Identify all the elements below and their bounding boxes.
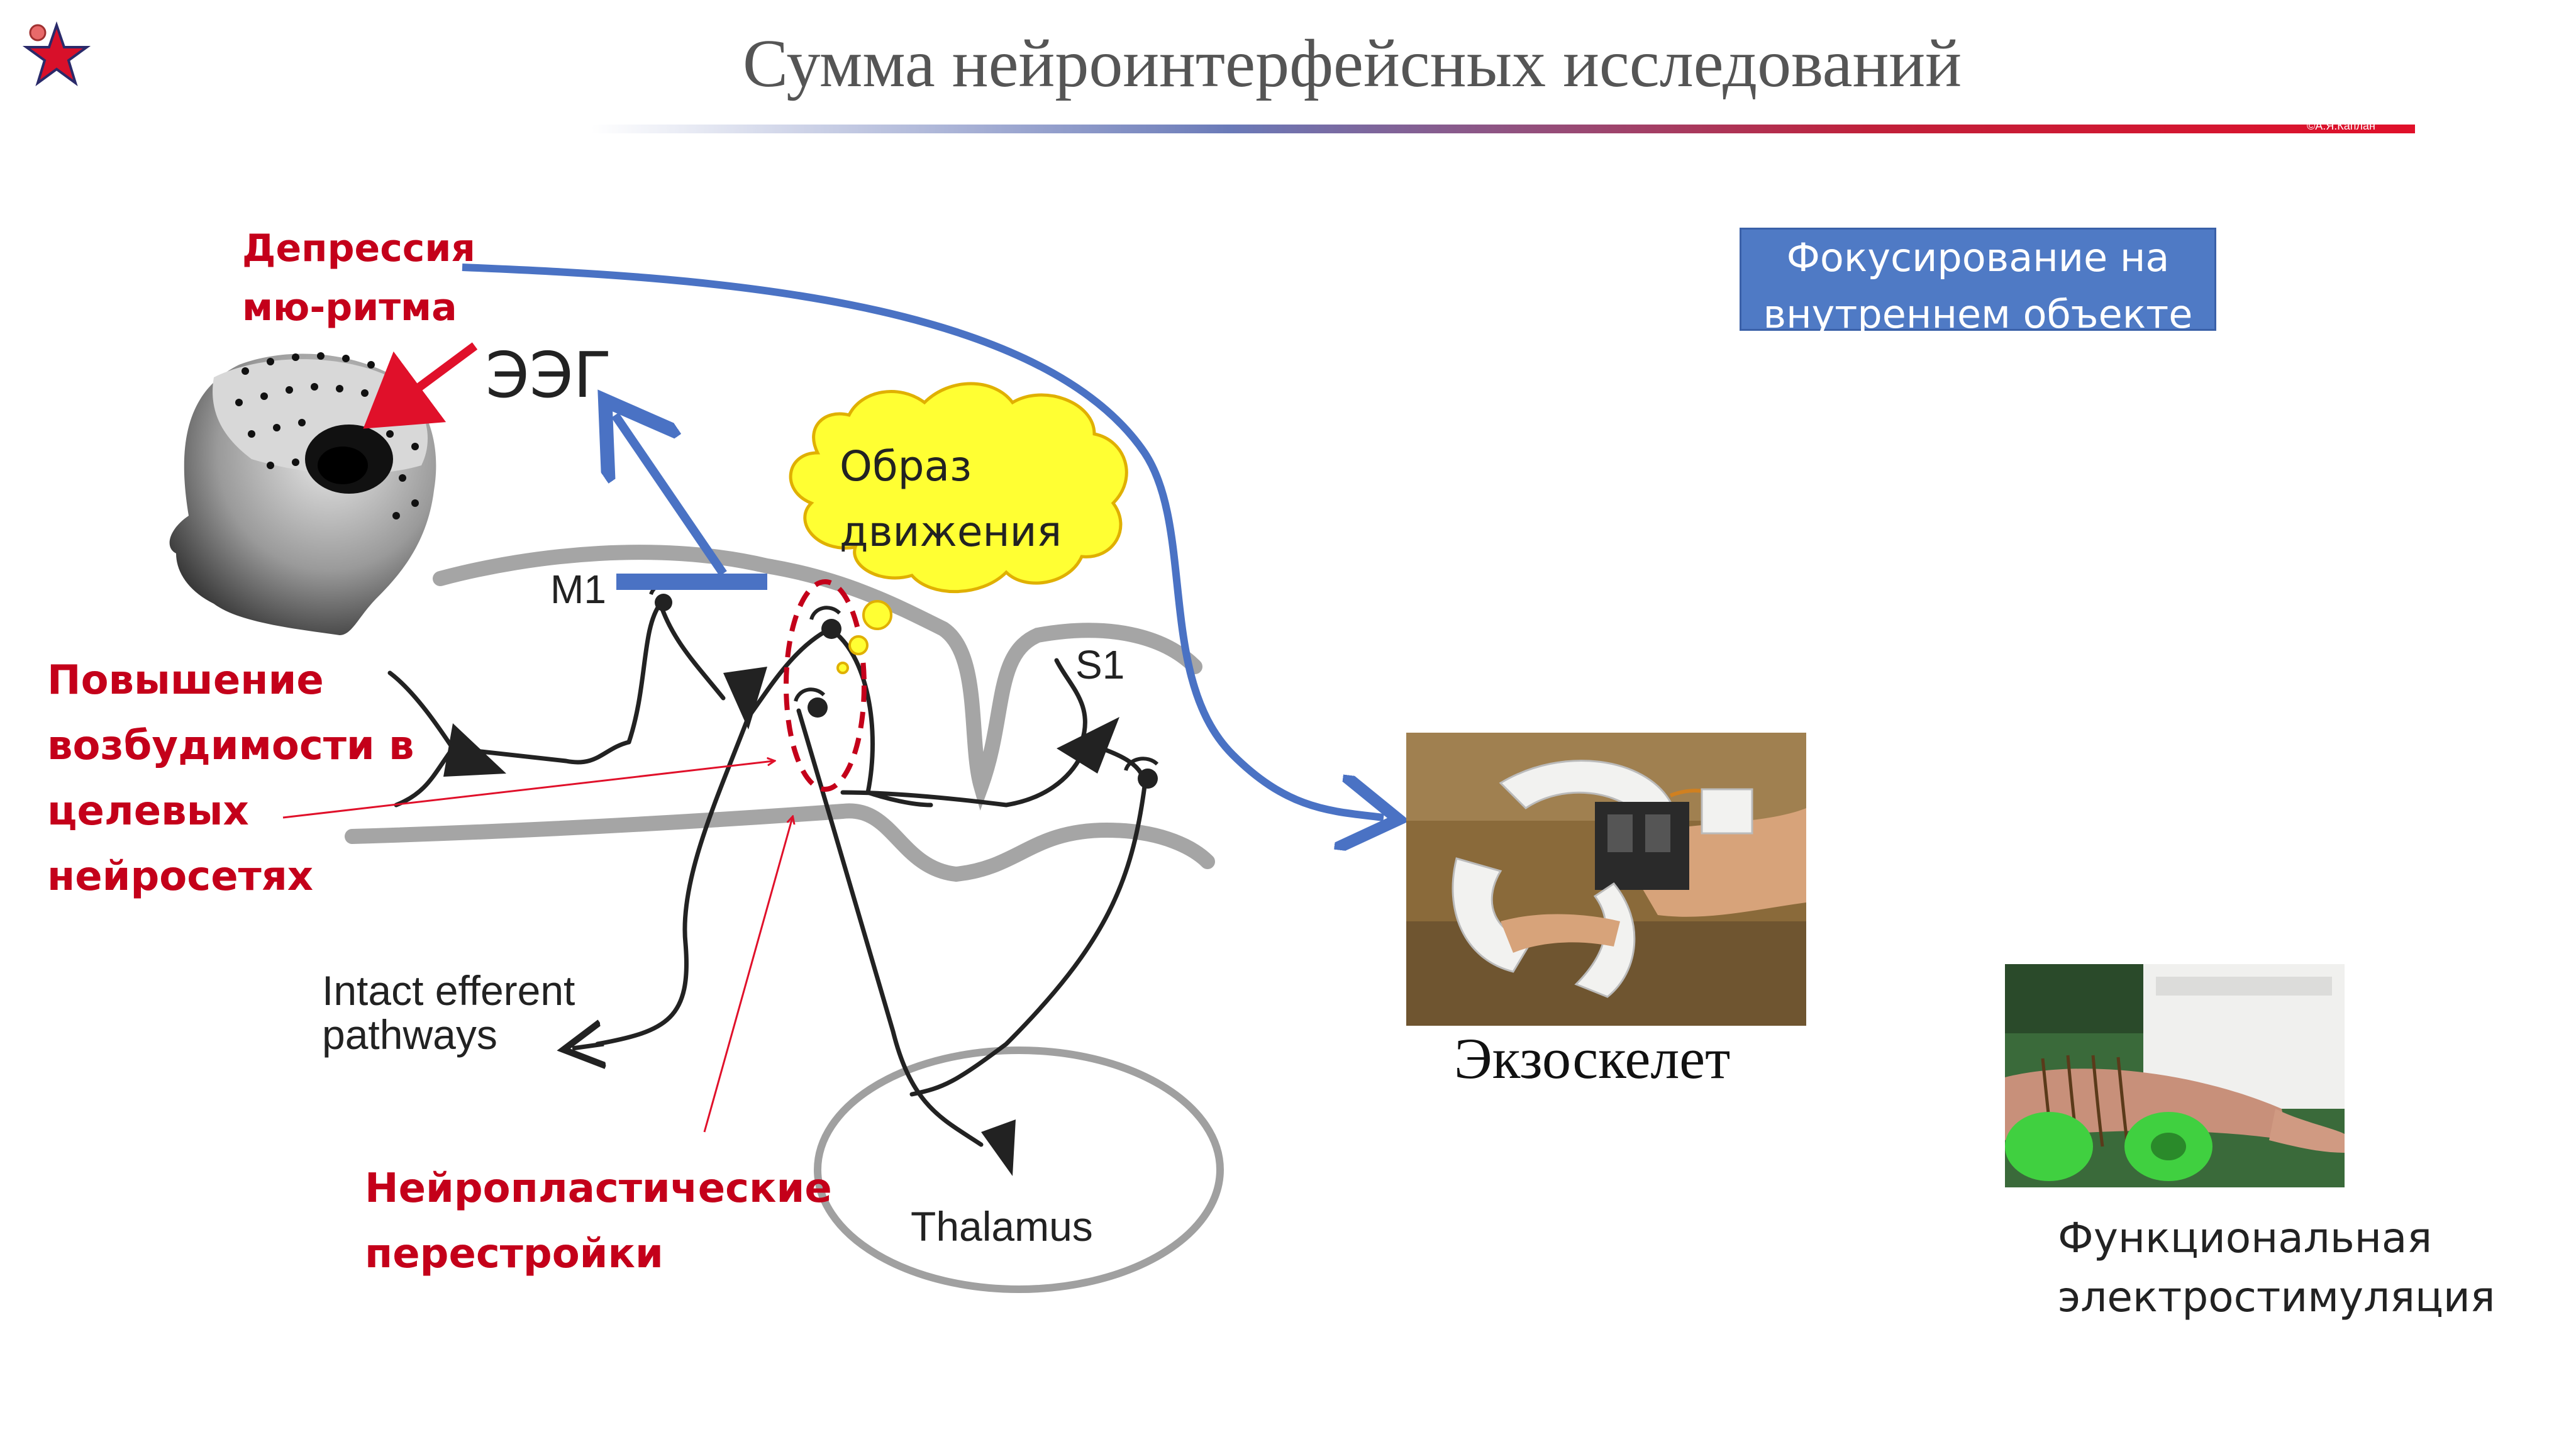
eeg-arrow [615, 415, 727, 576]
exoskeleton-label: Экзоскелет [1454, 1026, 1731, 1091]
mu-rhythm-arrow [363, 342, 478, 429]
copyright: ©А.Я.Каплан [2307, 119, 2375, 132]
m1-label: M1 [550, 567, 606, 612]
cortex-outline [345, 545, 1215, 882]
feedback-arrow [462, 264, 1384, 818]
slide-title: Сумма нейроинтерфейсных исследований [743, 26, 1962, 101]
motor-image-cloud [789, 382, 1128, 594]
fes-photo [2005, 964, 2345, 1187]
synapse-dots [655, 594, 1158, 789]
thalamus-label: Thalamus [911, 1203, 1093, 1250]
neuroplastic-pointer [703, 818, 792, 1133]
eeg-label: ЭЭГ [486, 338, 612, 412]
focus-box: Фокусирование на внутреннем объекте [1740, 228, 2216, 337]
eeg-head-icon [169, 352, 436, 635]
efferent-label: Intact efferent pathways [322, 967, 575, 1058]
neurons [387, 601, 1147, 1147]
neuroplastic-label: Нейропластические перестройки [365, 1165, 832, 1277]
excitability-pointer [282, 761, 774, 819]
red-star-icon [22, 21, 91, 87]
motor-image-label: Образ движения [840, 442, 1062, 556]
target-area-ellipse [784, 579, 867, 792]
exoskeleton-photo [1406, 733, 1806, 1026]
fes-label: Функциональная электростимуляция [2058, 1214, 2496, 1321]
mu-rhythm-label: Депрессия мю-ритма [242, 226, 475, 330]
neuron-somas [443, 667, 1119, 1176]
excitability-label: Повышение возбудимости в целевых нейросе… [47, 657, 414, 900]
s1-label: S1 [1075, 642, 1125, 687]
m1-electrode-bar [616, 574, 767, 590]
thalamus-ellipse [814, 1046, 1224, 1293]
title-underline [591, 125, 2415, 133]
